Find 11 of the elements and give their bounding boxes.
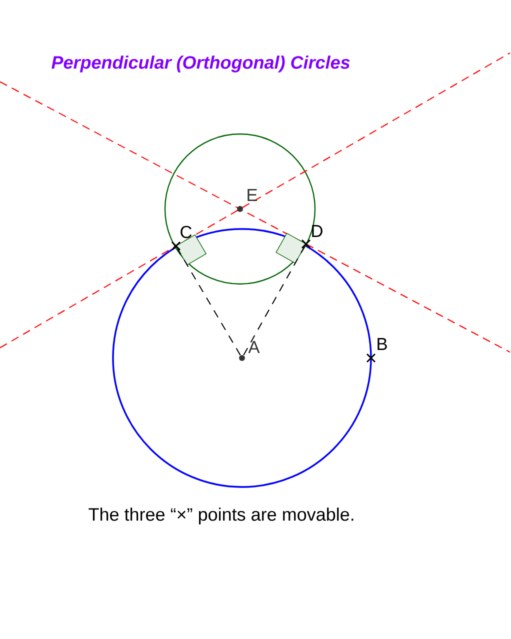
node-label: A [248, 341, 260, 353]
caption: The three “×” points are movable. [88, 508, 354, 524]
node-label: E [248, 189, 258, 201]
point: C [171, 226, 192, 251]
title: Perpendicular (Orthogonal) Circles [52, 56, 350, 72]
point: E [237, 189, 258, 212]
point: B [366, 338, 387, 363]
point: D [301, 225, 322, 249]
dashed-line [177, 248, 241, 356]
dashed-line [243, 246, 305, 356]
point: A [239, 341, 260, 361]
